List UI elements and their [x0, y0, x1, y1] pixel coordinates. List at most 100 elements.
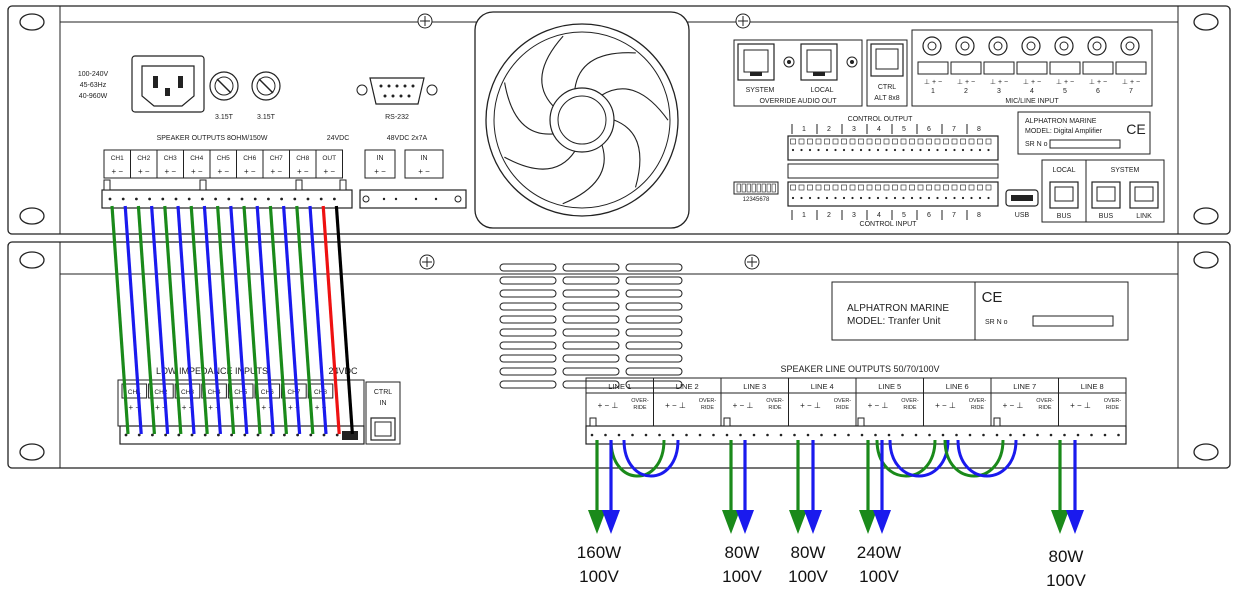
power-input-terminal-block[interactable]: [359, 189, 467, 209]
tu-channel-box: [174, 383, 201, 399]
dip-key[interactable]: [746, 183, 751, 193]
mic-terminal[interactable]: [1082, 61, 1114, 75]
terminal-screw: [961, 196, 965, 200]
tu-channel-box: [281, 383, 307, 399]
terminal-slot: [824, 184, 830, 191]
terminal-screw: [631, 433, 634, 437]
wiring: [110, 205, 354, 435]
terminal-slot: [883, 138, 890, 145]
rack-hole-icon: [1193, 251, 1219, 269]
power-inlet[interactable]: [131, 55, 205, 113]
terminal-screw: [306, 197, 310, 201]
polarity-mark: + −: [182, 403, 194, 412]
terminal-screw: [752, 433, 756, 437]
dip-key[interactable]: [771, 183, 776, 193]
mic-jack-core: [960, 41, 970, 51]
mic-terminal[interactable]: [1016, 61, 1048, 75]
transfer-unit-panel: ALPHATRON MARINE MODEL: Tranfer Unit CE …: [7, 241, 1231, 469]
usb-port[interactable]: [1005, 189, 1039, 207]
terminal-screw: [1090, 433, 1093, 437]
output-voltage: 100V: [788, 567, 828, 586]
vent-slot: [499, 302, 557, 311]
terminal-screw: [919, 196, 922, 200]
rs232-port[interactable]: [356, 77, 438, 105]
terminal-screw: [817, 148, 820, 152]
terminal-latch: [589, 417, 597, 427]
rack-hole-icon: [19, 13, 45, 31]
dip-key[interactable]: [751, 183, 756, 193]
override-local-label: LOCAL: [811, 87, 834, 94]
terminal-screw: [604, 433, 607, 437]
mic-terminal[interactable]: [1049, 61, 1081, 75]
polarity-mark: + −: [111, 167, 123, 176]
control-input-number: 5: [902, 212, 906, 219]
terminal-screw: [808, 196, 812, 200]
terminal-slot: [892, 184, 898, 191]
ctrl-in-port[interactable]: [365, 381, 401, 445]
override-label: OVER-: [766, 398, 784, 404]
fan-blade: [601, 88, 669, 121]
ctrl-alt-port[interactable]: [866, 39, 908, 107]
rs232-label: RS-232: [385, 114, 409, 121]
mic-terminal[interactable]: [917, 61, 949, 75]
amp-48v-in-label: IN: [377, 155, 384, 162]
mic-jack-core: [1026, 41, 1036, 51]
local-title: LOCAL: [1053, 167, 1076, 174]
terminal-slot: [875, 184, 881, 191]
fuse-holder-icon[interactable]: [251, 71, 281, 101]
system-override-port[interactable]: [737, 43, 775, 81]
fuse-label: 3.15T: [257, 114, 276, 121]
mic-number: 3: [997, 88, 1001, 95]
polarity-mark: + −: [262, 403, 274, 412]
terminal-screw: [335, 433, 339, 437]
line-output-terminal-block[interactable]: [585, 417, 1127, 445]
terminal-screw: [927, 196, 931, 200]
terminal-screw: [658, 433, 661, 437]
dip-switch[interactable]: [733, 181, 779, 195]
signal-wire: [308, 205, 328, 435]
fuse-holder-icon[interactable]: [209, 71, 239, 101]
amp-24vdc-title: 24VDC: [327, 135, 350, 142]
signal-wire: [321, 205, 341, 435]
mic-terminal[interactable]: [983, 61, 1015, 75]
amp-channel-box: [103, 149, 131, 179]
terminal-screw: [240, 197, 244, 201]
terminal-screw: [876, 196, 880, 200]
line-label: LINE 7: [1013, 382, 1036, 391]
control-input-title: CONTROL INPUT: [860, 221, 918, 228]
signal-wire: [110, 205, 130, 435]
local-override-port[interactable]: [800, 43, 838, 81]
vent-slot: [499, 263, 557, 272]
local-bus-port[interactable]: [1049, 181, 1079, 209]
override-label: RIDE: [701, 405, 714, 411]
terminal-screw: [725, 433, 729, 437]
terminal-slot: [841, 138, 847, 145]
terminal-screw: [817, 196, 820, 200]
digital-amplifier-panel: 100-240V 45-63Hz 40-960W 3.15T 3.15T: [7, 5, 1231, 235]
input-terminal-block[interactable]: [119, 425, 365, 445]
dip-key[interactable]: [761, 183, 766, 193]
ctrl-in-label: IN: [380, 400, 387, 407]
terminal-screw: [1063, 433, 1066, 437]
mic-terminal[interactable]: [950, 61, 982, 75]
terminal-screw: [847, 433, 850, 437]
dip-key[interactable]: [741, 183, 746, 193]
vent-slot: [625, 315, 683, 324]
output-voltage: 100V: [722, 567, 762, 586]
terminal-screw: [955, 433, 958, 437]
polarity-mark: + −: [164, 167, 176, 176]
system-bus-port[interactable]: [1091, 181, 1121, 209]
speaker-output-terminal-block[interactable]: [101, 179, 353, 209]
dip-key[interactable]: [736, 183, 741, 193]
terminal-slot: [790, 184, 796, 191]
fan-blade: [541, 35, 564, 107]
dip-key[interactable]: [756, 183, 761, 193]
system-link-port[interactable]: [1129, 181, 1159, 209]
terminal-slot: [858, 184, 864, 191]
signal-wire: [334, 205, 354, 435]
dip-key[interactable]: [766, 183, 771, 193]
tu-channel-box: [254, 383, 281, 399]
mic-terminal[interactable]: [1115, 61, 1147, 75]
signal-wire: [176, 205, 196, 435]
terminal-screw: [1076, 433, 1080, 437]
